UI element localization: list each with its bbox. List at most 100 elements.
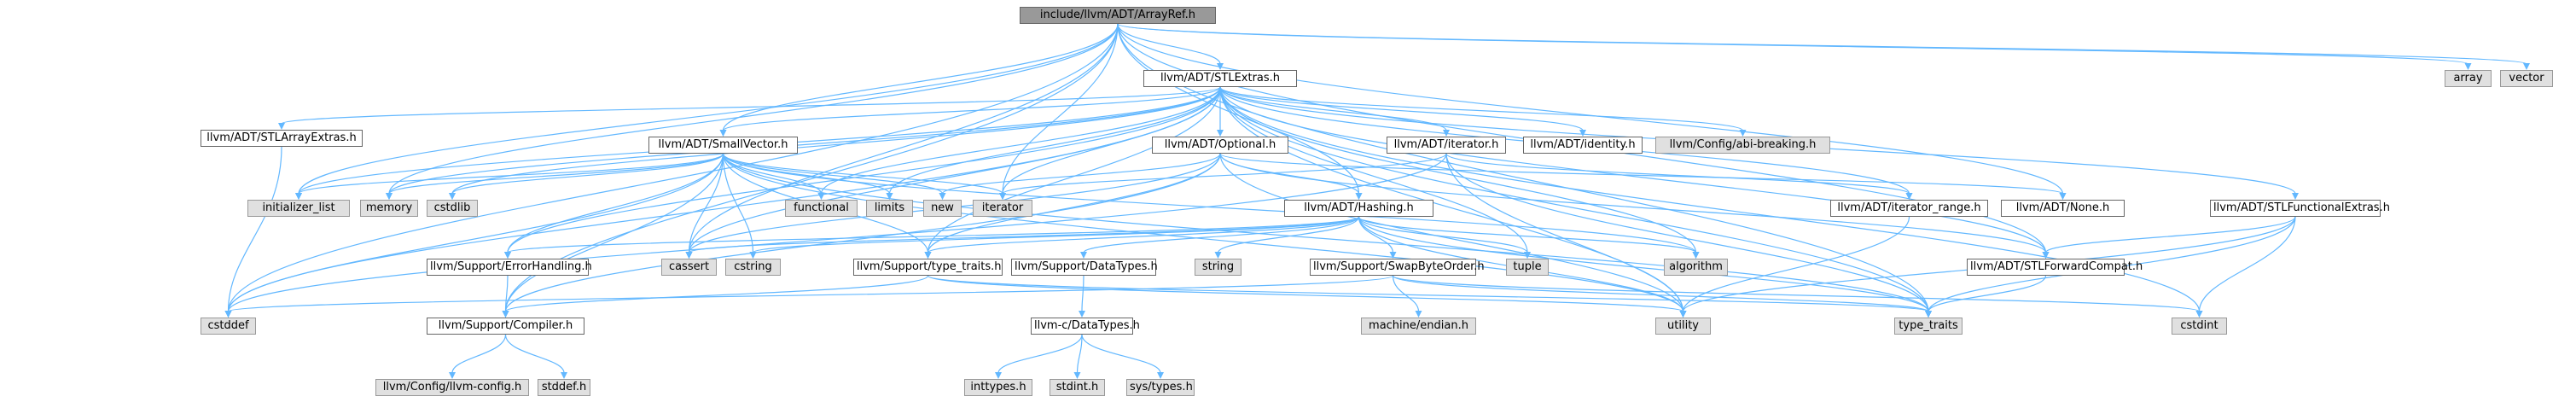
node-limits[interactable]: limits [866,200,913,217]
node-iterator-range[interactable]: llvm/ADT/iterator_range.h [1830,200,1988,217]
node-algorithm[interactable]: algorithm [1664,259,1728,276]
edge-arrowhead [1692,252,1700,259]
node-datatypes[interactable]: llvm/Support/DataTypes.h [1011,259,1158,276]
node-array[interactable]: array [2445,70,2492,87]
edge-hashing-to-errorhandling [507,216,1360,254]
edge-stlextras-to-tuple [1219,86,1528,254]
node-stlfunctionalextras[interactable]: llvm/ADT/STLFunctionalExtras.h [2210,200,2390,217]
node-hashing[interactable]: llvm/ADT/Hashing.h [1284,200,1433,217]
edge-arrowhead [2042,252,2050,259]
edge-root-to-array [1117,23,2469,65]
edge-smallvector-to-iterator [722,153,1003,195]
node-support-type-traits[interactable]: llvm/Support/type_traits.h [853,259,1003,276]
edge-arrowhead [2464,63,2472,70]
edge-arrowhead [1389,252,1397,259]
edge-hashing-to-type_traits_h [927,216,1360,254]
node-identity[interactable]: llvm/ADT/identity.h [1523,137,1643,154]
edge-arrowhead [386,193,393,200]
node-initializer-list[interactable]: initializer_list [247,200,350,217]
node-utility[interactable]: utility [1655,318,1711,335]
edge-arrowhead [1080,252,1087,259]
node-stddef[interactable]: stddef.h [538,379,590,396]
node-llvm-config[interactable]: llvm/Config/llvm-config.h [375,379,529,396]
edge-arrowhead [449,193,456,200]
edge-iteratorh-to-iterator [1002,153,1447,195]
edge-arrowhead [999,193,1006,200]
edge-stlextras-to-functional [820,86,1221,195]
edge-arrowhead [2523,63,2530,70]
node-tuple[interactable]: tuple [1506,259,1549,276]
node-cstring[interactable]: cstring [725,259,781,276]
node-new[interactable]: new [923,200,962,217]
node-c-datatypes[interactable]: llvm-c/DataTypes.h [1031,318,1140,335]
node-type-traits[interactable]: type_traits [1894,318,1963,335]
node-inttypes[interactable]: inttypes.h [964,379,1032,396]
node-memory[interactable]: memory [360,200,418,217]
edge-compiler-to-stddef [504,334,565,374]
node-sys-types[interactable]: sys/types.h [1126,379,1195,396]
edge-arrowhead [504,252,511,259]
node-stdint[interactable]: stdint.h [1050,379,1105,396]
node-vector[interactable]: vector [2500,70,2553,87]
node-stlextras[interactable]: llvm/ADT/STLExtras.h [1143,70,1297,87]
node-optional[interactable]: llvm/ADT/Optional.h [1152,137,1288,154]
edge-c_datatypes-to-stdint [1076,334,1083,374]
edge-arrowhead [939,193,946,200]
edge-root-to-none [1117,23,2064,195]
edge-arrowhead [1739,130,1747,137]
edge-smallvector-to-type_traits [722,153,1929,312]
edge-root-to-cstddef [227,23,1119,312]
node-cstdint[interactable]: cstdint [2172,318,2227,335]
node-stlforwardcompat[interactable]: llvm/ADT/STLForwardCompat.h [1967,259,2143,276]
edge-root-to-initializer_list [298,23,1119,195]
node-functional[interactable]: functional [785,200,858,217]
edge-arrowhead [1217,130,1224,137]
node-stlarrayextras[interactable]: llvm/ADT/STLArrayExtras.h [201,130,363,147]
edge-swapbyteorder-to-cstdint [1392,275,2201,312]
edge-smallvector-to-cstring [722,153,754,254]
edge-iteratorh-to-type_traits [1445,153,1929,312]
node-smallvector[interactable]: llvm/ADT/SmallVector.h [648,137,798,154]
edge-stlfunctionalextras-to-stlforwardcompat [2044,216,2296,254]
node-machine-endian[interactable]: machine/endian.h [1361,318,1476,335]
node-cstdlib[interactable]: cstdlib [427,200,478,217]
edge-arrowhead [749,252,757,259]
edge-smallvector-to-cassert [688,153,724,254]
edge-hashing-to-datatypes [1083,216,1360,254]
edge-smallvector-to-functional [722,153,823,195]
edge-arrowhead [561,372,567,379]
node-none[interactable]: llvm/ADT/None.h [2001,200,2125,217]
node-abi-breaking[interactable]: llvm/Config/abi-breaking.h [1655,137,1830,154]
node-root-arrayref[interactable]: include/llvm/ADT/ArrayRef.h [1020,7,1216,24]
node-iterator-h[interactable]: llvm/ADT/iterator.h [1387,137,1506,154]
edge-iteratorh-to-cstddef [227,153,1447,312]
edge-stlextras-to-iteratorh [1219,86,1447,131]
edge-iterator_range-to-utility [1682,216,1910,312]
edge-arrowhead [449,372,456,379]
edge-stlextras-to-abibreaking [1219,86,1744,131]
edge-arrowhead [1925,311,1932,318]
node-string[interactable]: string [1195,259,1241,276]
edge-smallvector-to-cstddef [227,153,724,312]
edge-hashing-to-tuple [1358,216,1528,254]
edge-arrowhead [1579,130,1586,137]
edge-optional-to-stlforwardcompat [1219,153,2047,254]
node-cstddef[interactable]: cstddef [201,318,256,335]
edge-stlextras-to-memory [388,86,1221,195]
edge-arrowhead [924,252,932,259]
edge-stlarrayextras-to-cstddef [227,146,282,312]
edge-root-to-smallvector [722,23,1119,131]
node-cassert[interactable]: cassert [661,259,717,276]
edge-arrowhead [1079,311,1085,318]
node-iterator[interactable]: iterator [973,200,1032,217]
edge-optional-to-compiler [504,153,1221,312]
edge-root-to-cassert [688,23,1119,254]
edge-hashing-to-cstring [752,216,1360,254]
edge-smallvector-to-errorhandling [507,153,724,254]
node-compiler[interactable]: llvm/Support/Compiler.h [427,318,584,335]
edge-compiler-to-llvm_config [451,334,507,374]
edge-hashing-to-algorithm [1358,216,1697,254]
node-errorhandling[interactable]: llvm/Support/ErrorHandling.h [427,259,592,276]
node-swapbyteorder[interactable]: llvm/Support/SwapByteOrder.h [1310,259,1485,276]
